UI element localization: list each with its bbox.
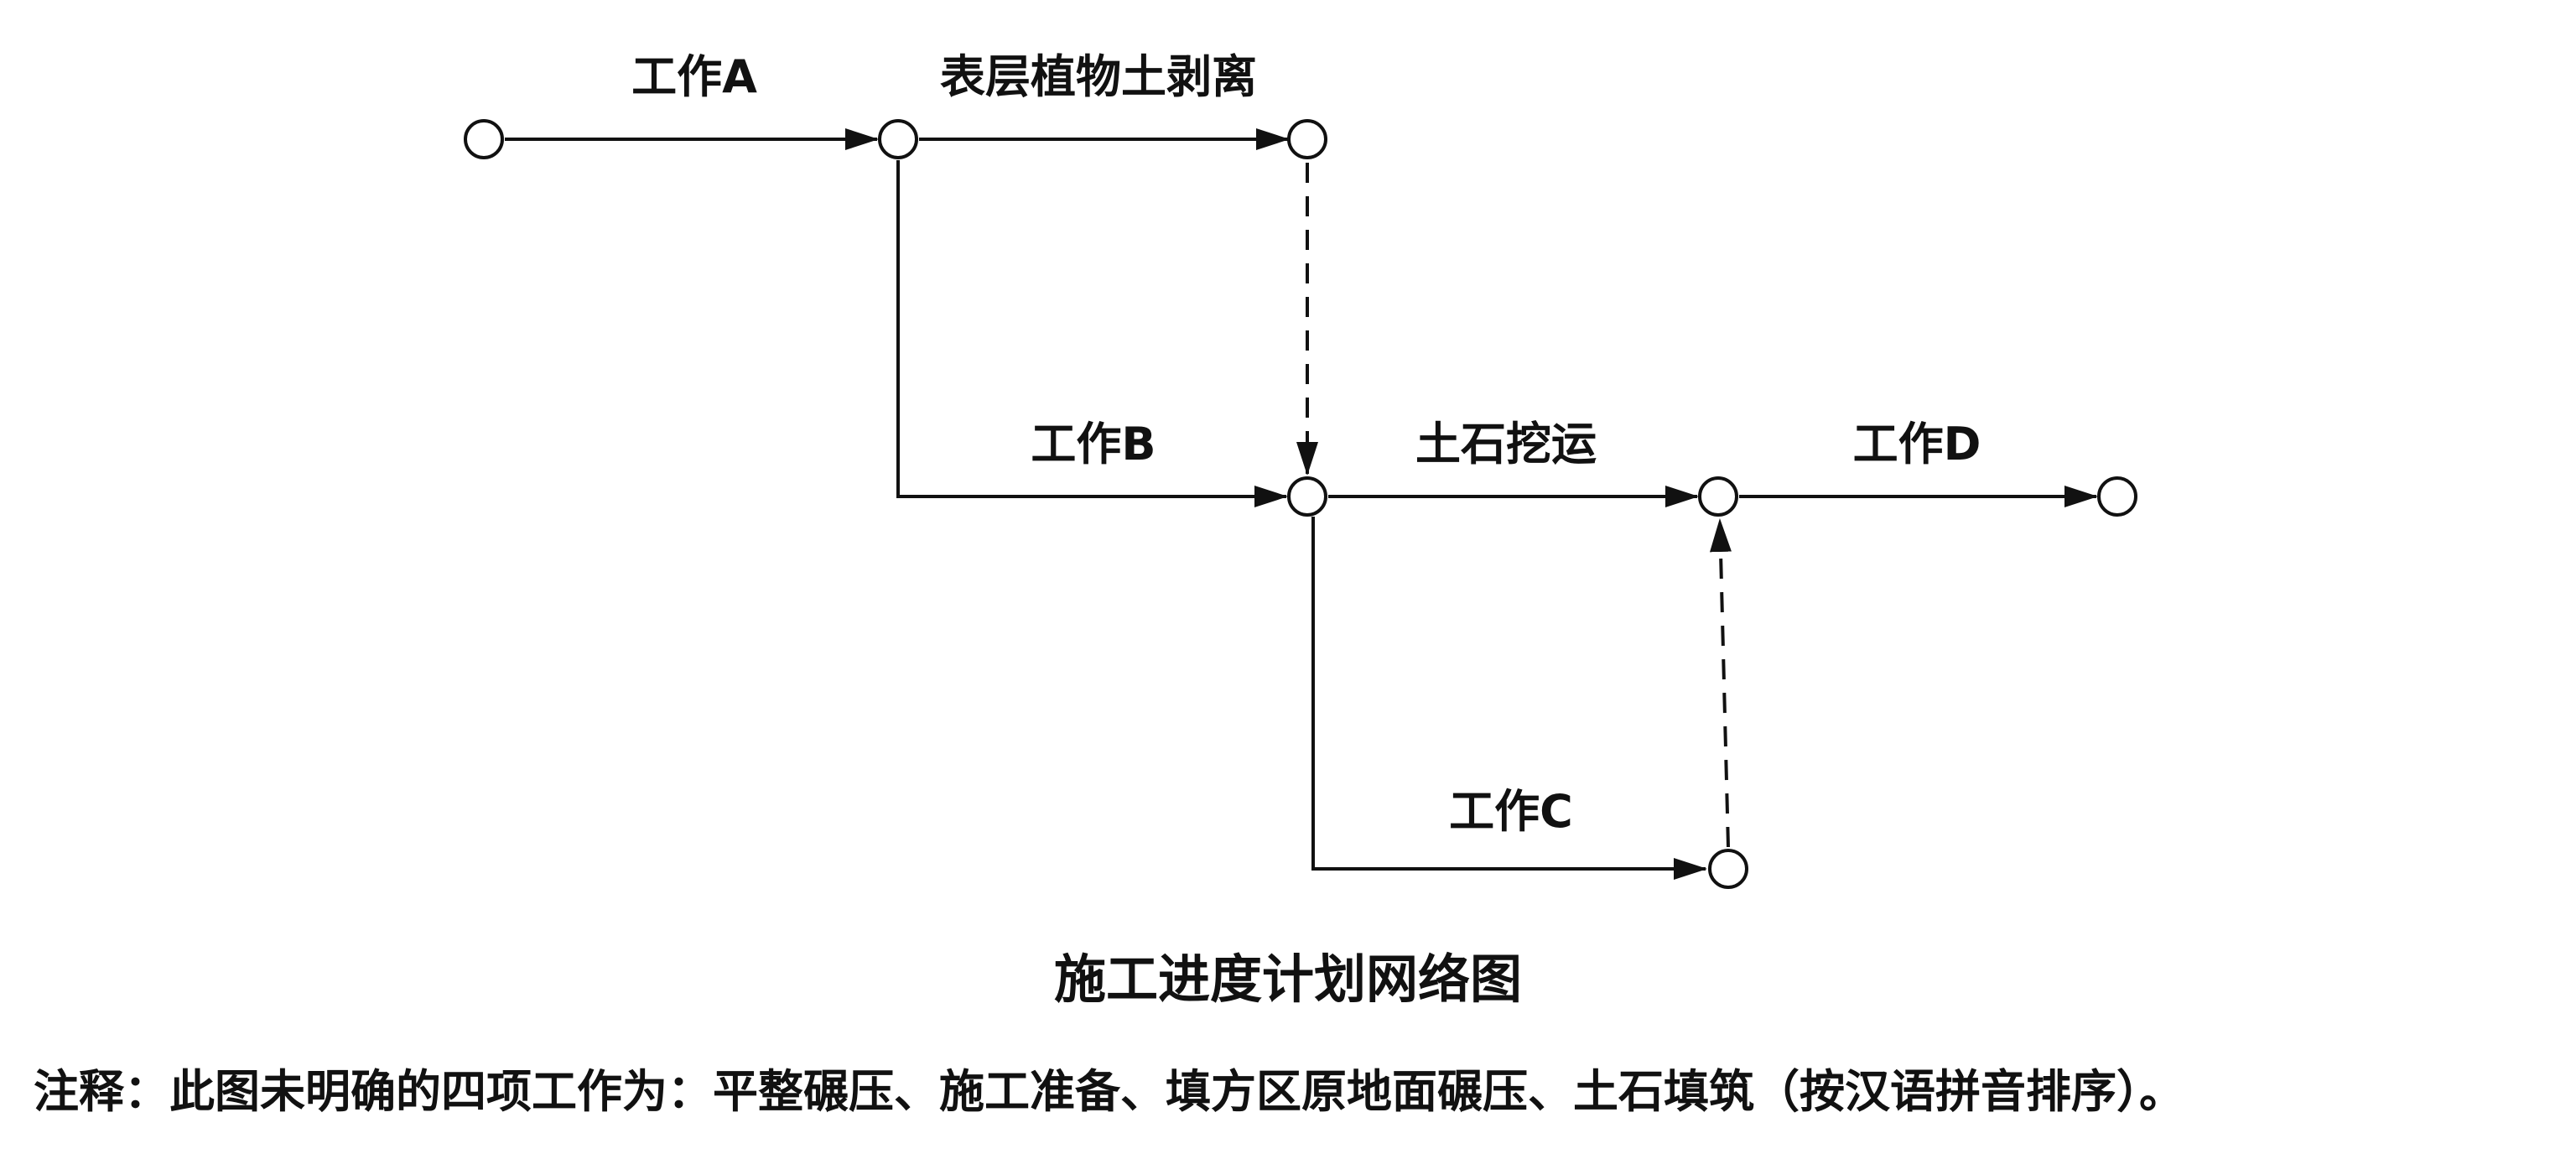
- label-surface-stripping: 表层植物土剥离: [940, 50, 1257, 103]
- label-work-b: 工作B: [1031, 418, 1156, 470]
- label-work-d: 工作D: [1853, 418, 1981, 470]
- label-work-c: 工作C: [1449, 785, 1573, 838]
- node-5: [1698, 476, 1738, 517]
- node-1: [464, 119, 504, 159]
- diagram-note: 注释：此图未明确的四项工作为：平整碾压、施工准备、填方区原地面碾压、土石填筑（按…: [34, 1065, 2184, 1118]
- node-2: [878, 119, 918, 159]
- edge-work-c: [1311, 517, 1707, 880]
- dummy-edge-7-to-5: [1709, 518, 1732, 848]
- node-4: [1287, 476, 1327, 517]
- edge-work-b: [896, 160, 1288, 507]
- label-earth-rock-hauling: 土石挖运: [1415, 418, 1597, 470]
- node-6: [2097, 476, 2137, 517]
- diagram-title: 施工进度计划网络图: [1053, 949, 1522, 1010]
- node-7: [1708, 849, 1748, 889]
- label-work-a: 工作A: [631, 50, 757, 103]
- node-3: [1287, 119, 1327, 159]
